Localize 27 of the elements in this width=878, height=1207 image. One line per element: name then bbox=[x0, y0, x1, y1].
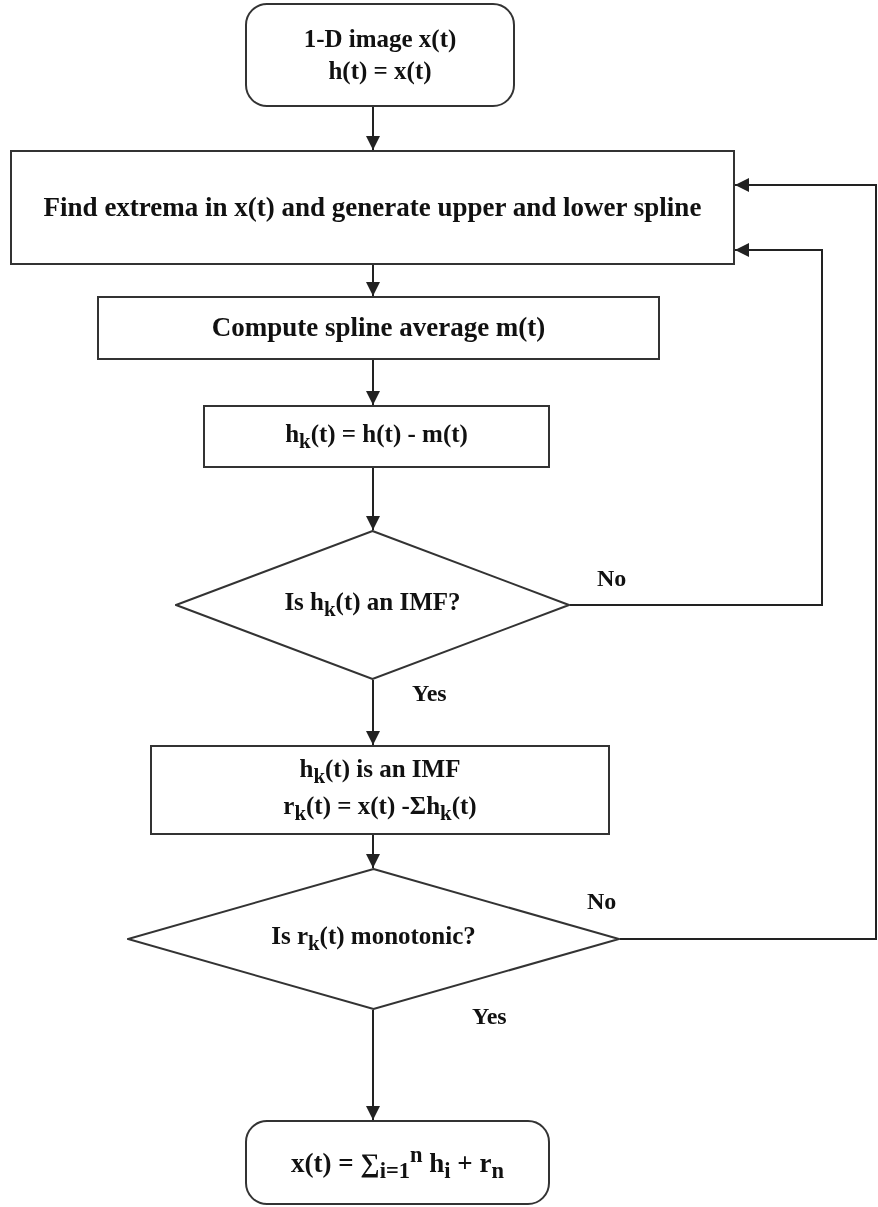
arrow bbox=[619, 178, 877, 940]
decision-diamond bbox=[127, 868, 620, 1010]
terminal-box bbox=[245, 3, 515, 107]
node-text: x(t) = ∑$_{i=1}$$^{n}$ h$_{i}$ + r$_{n}$ bbox=[291, 1140, 504, 1186]
node-text: r$_{k}$(t) = x(t) -Σh$_{k}$(t) bbox=[283, 791, 477, 827]
node-text: h(t) = x(t) bbox=[328, 56, 432, 87]
arrow bbox=[366, 679, 380, 746]
process-box bbox=[10, 150, 735, 265]
decision-diamond bbox=[175, 530, 570, 680]
arrow bbox=[366, 264, 380, 297]
arrow bbox=[366, 834, 380, 869]
node-text: h$_{k}$(t) is an IMF bbox=[299, 753, 461, 790]
arrow bbox=[366, 359, 380, 406]
node-text: Find extrema in x(t) and generate upper and lower spline bbox=[43, 190, 702, 224]
node-text: 1-D image x(t) bbox=[303, 23, 457, 55]
arrow bbox=[366, 1009, 380, 1121]
process-box bbox=[203, 405, 550, 468]
node-text: Compute spline average m(t) bbox=[211, 311, 546, 345]
arrow bbox=[366, 467, 380, 531]
process-box bbox=[97, 296, 660, 360]
terminal-box bbox=[245, 1120, 550, 1205]
arrow bbox=[569, 243, 823, 606]
node-text: h$_{k}$(t) = h(t) - m(t) bbox=[285, 418, 468, 455]
node-text: Is r$_{k}$(t) monotonic? bbox=[271, 921, 476, 958]
process-box bbox=[150, 745, 610, 835]
arrow bbox=[366, 106, 380, 151]
node-text: Is h$_{k}$(t) an IMF? bbox=[284, 587, 461, 624]
